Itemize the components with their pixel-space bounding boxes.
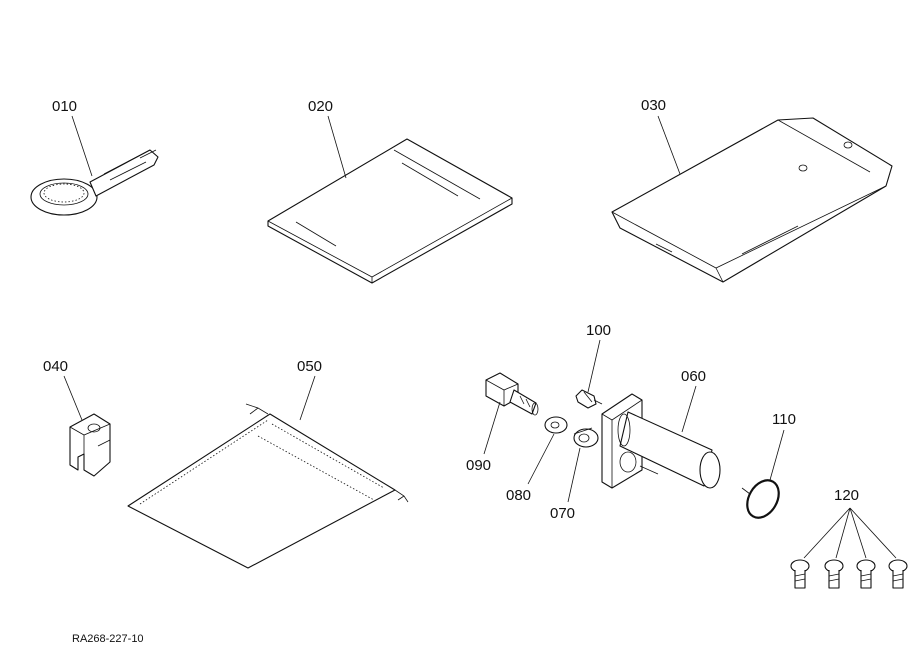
bolt-drawing bbox=[485, 372, 539, 416]
leader-050 bbox=[299, 375, 316, 421]
leader-070 bbox=[567, 447, 581, 503]
screw-1 bbox=[790, 559, 810, 589]
leader-120-b bbox=[835, 507, 851, 559]
leader-040 bbox=[63, 375, 83, 421]
label-090: 090 bbox=[466, 457, 491, 474]
label-060: 060 bbox=[681, 368, 706, 385]
label-040: 040 bbox=[43, 358, 68, 375]
screws-drawing bbox=[790, 559, 908, 589]
leader-090 bbox=[483, 401, 501, 455]
manual-drawing bbox=[267, 138, 513, 284]
screw-2 bbox=[824, 559, 844, 589]
bushing-drawing bbox=[573, 427, 599, 448]
leader-020 bbox=[327, 115, 347, 179]
screw-4 bbox=[888, 559, 908, 589]
screw-3 bbox=[856, 559, 876, 589]
leader-010 bbox=[71, 115, 93, 177]
o-ring-drawing bbox=[746, 479, 780, 519]
leader-110-a bbox=[741, 487, 751, 495]
envelope-drawing bbox=[611, 117, 893, 283]
leader-030 bbox=[657, 115, 681, 175]
leader-120-d bbox=[849, 507, 897, 559]
bag-drawing bbox=[127, 403, 409, 569]
leader-100 bbox=[587, 339, 601, 393]
pipe-flange-drawing bbox=[601, 393, 721, 489]
label-020: 020 bbox=[308, 98, 333, 115]
leader-110 bbox=[769, 429, 785, 481]
label-110: 110 bbox=[772, 411, 796, 428]
label-080: 080 bbox=[506, 487, 531, 504]
label-100: 100 bbox=[586, 322, 611, 339]
leader-120-a bbox=[803, 507, 851, 559]
washer-drawing bbox=[544, 416, 568, 434]
drawing-code: RA268-227-10 bbox=[72, 633, 144, 645]
label-070: 070 bbox=[550, 505, 575, 522]
leader-060 bbox=[681, 385, 697, 433]
label-010: 010 bbox=[52, 98, 77, 115]
label-050: 050 bbox=[297, 358, 322, 375]
wrench-drawing bbox=[30, 149, 159, 216]
clip-drawing bbox=[69, 413, 111, 477]
label-120: 120 bbox=[834, 487, 859, 504]
grease-nipple-drawing bbox=[575, 389, 603, 409]
leader-120-c bbox=[849, 507, 867, 559]
leader-080 bbox=[527, 433, 555, 485]
label-030: 030 bbox=[641, 97, 666, 114]
